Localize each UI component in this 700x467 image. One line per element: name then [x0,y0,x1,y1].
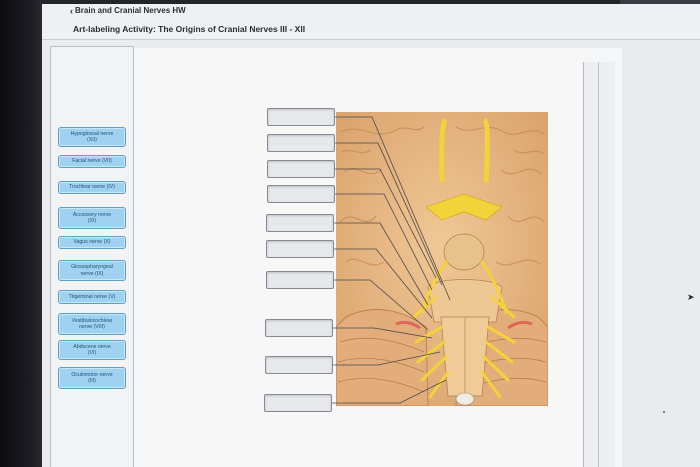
label-hypoglossal-nerve[interactable]: Hypoglossal nerve(XII) [58,127,126,147]
pons-basilar [427,279,503,323]
brainstem-illustration [336,112,548,406]
assignment-header: ‹ Brain and Cranial Nerves HW Art-labeli… [42,4,700,40]
label-bank-panel [50,46,134,467]
drop-target-2[interactable] [267,134,335,152]
drop-target-4[interactable] [267,185,335,203]
back-link-label: Brain and Cranial Nerves HW [75,6,186,15]
drop-target-9[interactable] [265,356,333,374]
label-oculomotor-nerve[interactable]: Oculomotor nerve(III) [58,367,126,389]
drop-target-6[interactable] [266,240,334,258]
browser-top-bar [42,0,700,4]
drop-target-10[interactable] [264,394,332,412]
scrollbar-track[interactable] [583,62,615,467]
page-title: Art-labeling Activity: The Origins of Cr… [73,24,306,34]
drop-target-8[interactable] [265,319,333,337]
monitor-bezel [0,0,42,467]
drop-target-5[interactable] [266,214,334,232]
drop-target-3[interactable] [267,160,335,178]
label-abducens-nerve[interactable]: Abducens nerve(VI) [58,340,126,360]
screen-speck [663,411,665,413]
blood-vessel-right [507,320,533,330]
label-vagus-nerve[interactable]: Vagus nerve (X) [58,236,126,249]
back-to-assignment-link[interactable]: ‹ Brain and Cranial Nerves HW [70,6,186,15]
label-trochlear-nerve[interactable]: Trochlear nerve (IV) [58,181,126,194]
label-facial-nerve[interactable]: Facial nerve (VII) [58,155,126,168]
pons [443,233,485,271]
drop-target-1[interactable] [267,108,335,126]
mouse-pointer-icon: ➤ [687,292,695,302]
chevron-left-icon: ‹ [70,5,73,16]
spinal-cord-section [455,392,475,406]
olfactory-tract-right [482,117,490,183]
label-accessory-nerve[interactable]: Accessory nerve(XI) [58,207,126,229]
drop-target-7[interactable] [266,271,334,289]
label-trigeminal-nerve[interactable]: Trigeminal nerve (V) [58,290,126,304]
